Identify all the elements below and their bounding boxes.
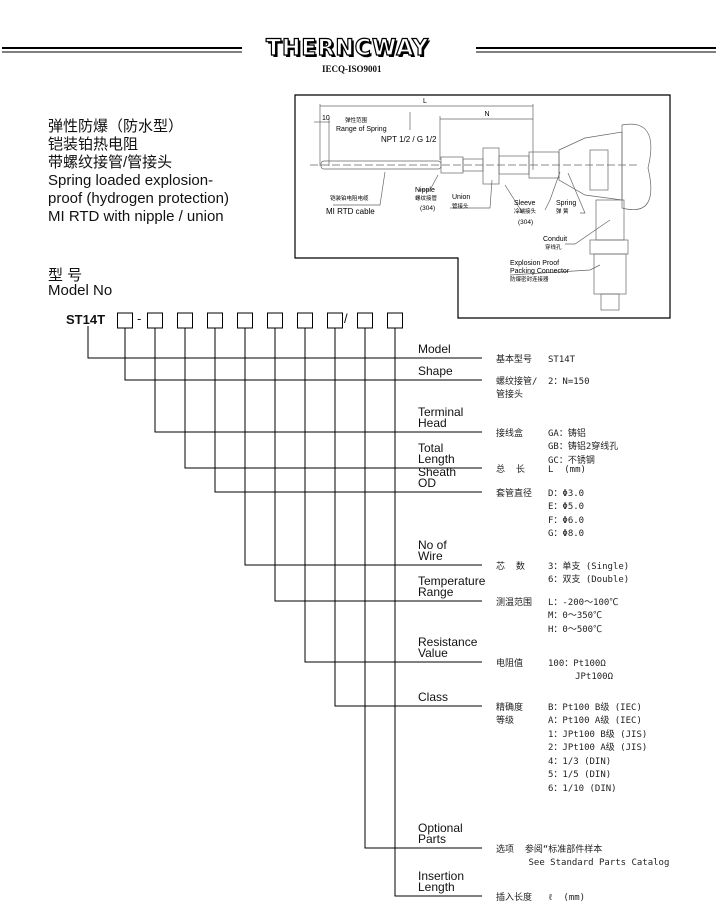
- connector-line: [214, 328, 482, 493]
- title-line: proof (hydrogen protection): [48, 190, 229, 207]
- connector-line: [304, 328, 482, 663]
- nipple-label: Nipple: [415, 187, 435, 194]
- sleeve-material: (304): [518, 219, 533, 226]
- connector-line: [184, 328, 482, 469]
- union-cn: 管接头: [452, 202, 469, 210]
- product-title: 弹性防爆（防水型） 铠装铂热电阻 带螺纹接管/管接头 Spring loaded…: [48, 118, 229, 226]
- row-values: 3：单支 (Single) 6：双支 (Double): [548, 561, 630, 586]
- spring-range: Range of Spring: [336, 126, 387, 133]
- dim-L: L: [423, 98, 427, 105]
- row-values: D：Φ3.0 E：Φ5.0 F：Φ6.0 G：Φ8.0: [548, 488, 585, 540]
- connector-label-2: Packing Connector: [510, 268, 570, 275]
- conduit-cn: 穿线孔: [545, 243, 562, 251]
- union-label: Union: [452, 194, 470, 201]
- dim-N: N: [484, 111, 489, 118]
- conduit-label: Conduit: [543, 236, 567, 243]
- spring-label: Spring: [556, 200, 576, 207]
- code-slot-box: [177, 312, 193, 329]
- spring-cn: 弹 簧: [556, 207, 569, 215]
- connector-line: [364, 328, 482, 849]
- certification: IECQ-ISO9001: [322, 64, 382, 74]
- title-line: 弹性防爆（防水型）: [48, 118, 184, 135]
- row-label: Total Length: [418, 441, 455, 466]
- sleeve-label: Sleeve: [514, 200, 536, 207]
- row-label: Temperature Range: [418, 574, 486, 599]
- connector-line: [394, 328, 482, 897]
- title-line: 带螺纹接管/管接头: [48, 154, 173, 171]
- row-label: Insertion Length: [418, 869, 465, 894]
- row-label: Resistance Value: [418, 635, 478, 660]
- nipple-cn: 螺纹接管: [415, 194, 438, 202]
- connector-line: [124, 328, 482, 381]
- row-description-cn: 电阻值: [496, 659, 524, 669]
- row-label: Optional Parts: [418, 821, 463, 846]
- row-description-cn: 总 长: [496, 465, 525, 475]
- row-description-cn: 基本型号: [496, 355, 533, 365]
- model-heading-en: Model No: [48, 282, 113, 299]
- row-values: ST14T: [548, 354, 576, 365]
- model-heading-cn: 型 号: [48, 267, 83, 284]
- row-description-cn: 套管直径: [496, 489, 533, 499]
- code-slot-box: [147, 312, 163, 329]
- row-description-cn: 测温范围: [496, 598, 533, 608]
- row-description-cn: 选项 参阅“标准部件样本 See Standard Parts Catalog: [496, 845, 670, 868]
- row-label: Model: [418, 342, 451, 356]
- row-label: Class: [418, 690, 449, 704]
- row-description-cn: 接线盒: [496, 429, 524, 439]
- row-label: Sheath OD: [418, 465, 457, 490]
- connector-line: [87, 326, 482, 359]
- row-label: Shape: [418, 364, 453, 378]
- title-line: 铠装铂热电阻: [48, 136, 139, 153]
- row-label: Terminal Head: [418, 405, 464, 430]
- code-slot-box: [267, 312, 283, 329]
- brand-logo: THERNCWAY: [265, 35, 430, 61]
- model-code: ST14T: [66, 312, 106, 327]
- row-values: L (mm): [548, 464, 586, 475]
- row-values: GA：铸铝 GB：铸铝2穿线孔 GC：不锈钢: [548, 428, 619, 466]
- row-values: 2：N=150: [548, 376, 590, 387]
- code-slot-box: [387, 312, 403, 329]
- slash-separator: /: [344, 311, 348, 326]
- row-values: B：Pt100 B级 (IEC) A：Pt100 A级 (IEC) 1：JPt1…: [548, 702, 648, 794]
- row-values: L：-200～100℃ M：0～350℃ H：0～500℃: [548, 597, 619, 635]
- connector-line: [154, 328, 482, 433]
- connector-line: [274, 328, 482, 602]
- title-line: Spring loaded explosion-: [48, 172, 214, 189]
- code-slot-box: [327, 312, 343, 329]
- row-label: No of Wire: [418, 538, 447, 563]
- row-description-cn: 芯 数: [496, 562, 525, 572]
- cable-cn: 铠装铂电阻电缆: [330, 194, 369, 202]
- thread-size: NPT 1/2 / G 1/2: [381, 135, 437, 144]
- code-slot-box: [207, 312, 223, 329]
- spring-range-cn: 弹性范围: [345, 116, 368, 124]
- connector-label-1: Explosion Proof: [510, 260, 559, 267]
- row-description-cn: 螺纹接管/ 管接头: [496, 377, 538, 400]
- connector-cn: 防爆密封连接器: [510, 275, 549, 283]
- title-line: MI RTD with nipple / union: [48, 208, 224, 225]
- code-slot-box: [297, 312, 313, 329]
- dash-separator: -: [137, 311, 142, 326]
- dim-10: 10: [322, 115, 330, 122]
- nipple-material: (304): [420, 205, 435, 212]
- code-slot-box: [237, 312, 253, 329]
- row-description-cn: 插入长度 ℓ (mm): [496, 893, 586, 903]
- code-slot-box: [357, 312, 373, 329]
- cable-label: MI RTD cable: [326, 207, 375, 216]
- sleeve-cn: 冷端接头: [514, 207, 537, 215]
- row-values: 100：Pt100Ω JPt100Ω: [548, 658, 614, 683]
- row-description-cn: 精确度 等级: [496, 703, 524, 726]
- code-slot-box: [117, 312, 133, 329]
- connector-line: [244, 328, 482, 566]
- connector-line: [334, 328, 482, 707]
